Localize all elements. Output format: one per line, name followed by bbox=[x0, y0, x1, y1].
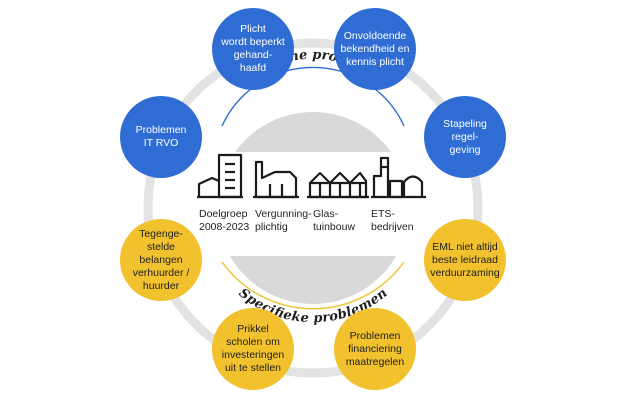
industrial-plant-icon bbox=[371, 156, 426, 199]
problem-node-text: Plicht wordt beperkt gehand- haafd bbox=[221, 23, 285, 74]
problem-node-tegengestelde-belangen: Tegenge- stelde belangen verhuurder / hu… bbox=[120, 219, 202, 301]
problem-node-text: Problemen financiering maatregelen bbox=[345, 329, 405, 368]
problem-node-text: Onvoldoende bekendheid en kennis plicht bbox=[340, 29, 410, 68]
category-label-glastuinbouw: Glas- tuinbouw bbox=[313, 208, 356, 233]
problem-node-plicht-gehandhaafd: Plicht wordt beperkt gehand- haafd bbox=[212, 8, 294, 90]
specific-arc bbox=[221, 261, 405, 310]
problem-node-financiering-maatregelen: Problemen financiering maatregelen bbox=[334, 308, 416, 390]
problem-node-text: Tegenge- stelde belangen verhuurder / hu… bbox=[132, 227, 190, 292]
problem-node-stapeling-regelgeving: Stapeling regel- geving bbox=[424, 96, 506, 178]
problem-node-text: Problemen IT RVO bbox=[135, 124, 187, 149]
general-arc bbox=[221, 66, 405, 127]
problem-node-onvoldoende-bekendheid: Onvoldoende bekendheid en kennis plicht bbox=[334, 8, 416, 90]
problem-node-text: EML niet altijd beste leidraad verduurza… bbox=[430, 240, 500, 279]
category-label-doelgroep: Doelgroep 2008-2023 bbox=[199, 208, 250, 233]
office-buildings-icon bbox=[197, 153, 243, 199]
center-band bbox=[195, 152, 431, 256]
greenhouse-icon bbox=[307, 171, 369, 199]
problem-node-prikkel-scholen: Prikkel scholen om investeringen uit te … bbox=[212, 308, 294, 390]
factory-icon bbox=[253, 160, 299, 199]
category-label-vergunningplichtig: Vergunning- plichtig bbox=[255, 208, 312, 233]
category-label-ets-bedrijven: ETS- bedrijven bbox=[371, 208, 414, 233]
problem-node-it-rvo: Problemen IT RVO bbox=[120, 96, 202, 178]
problem-node-text: Prikkel scholen om investeringen uit te … bbox=[221, 323, 285, 374]
outer-ring bbox=[143, 38, 483, 378]
problem-node-eml-leidraad: EML niet altijd beste leidraad verduurza… bbox=[424, 219, 506, 301]
problem-node-text: Stapeling regel- geving bbox=[443, 117, 487, 156]
